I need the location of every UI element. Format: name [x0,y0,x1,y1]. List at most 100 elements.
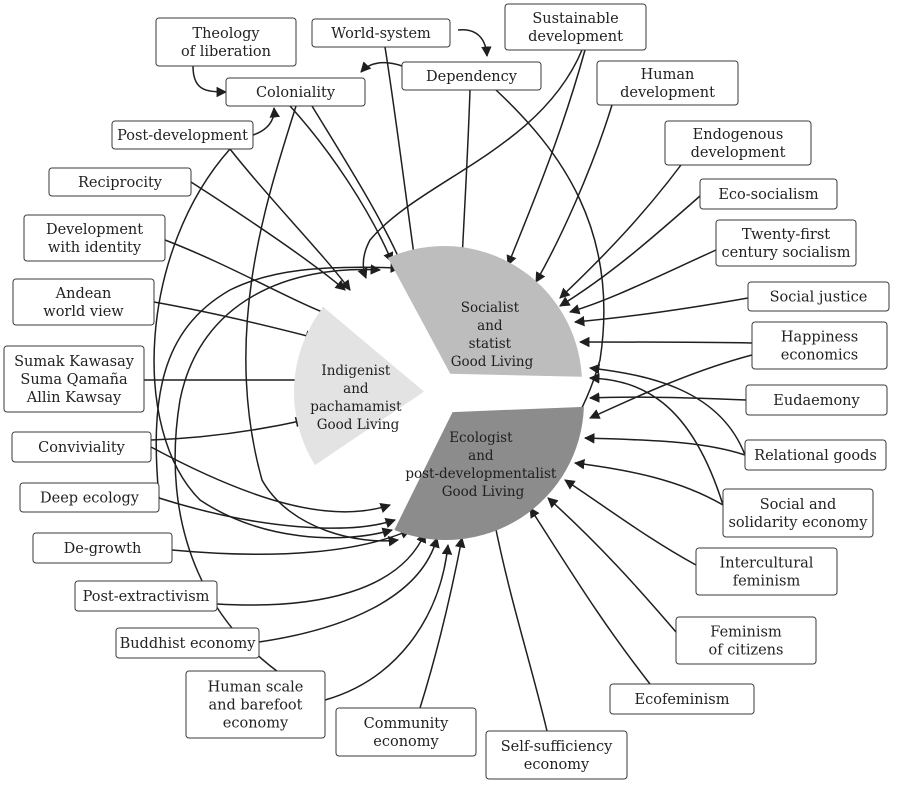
edge-dependency-to-socialist [457,89,471,262]
node-box [699,178,838,210]
node-label: De-growth [64,541,142,557]
edge-coloniality-to-ecologist [245,105,400,547]
edge-deep-ecology-to-socialist [155,262,402,499]
center-pie: Indigenist and pachamamist Good Living S… [294,246,584,540]
node-box [504,3,647,51]
edge-socialism21-to-socialist [568,249,717,315]
node-box [12,278,155,326]
node-label: Deep ecology [40,491,140,507]
node-box [74,580,218,612]
edge-social-justice-to-socialist [573,297,749,327]
edge-social-solidarity-to-ecologist [573,458,724,506]
edge-happiness-to-socialist [578,336,753,348]
edge-conviviality-to-ecologist [150,446,391,513]
node-dependency: Dependency [401,61,542,91]
sector-label-socialist: Socialist and statist Good Living [451,300,534,370]
node-label: Buddhist economy [120,636,257,652]
node-box [11,431,152,463]
edge-coloniality-to-socialist [289,105,394,263]
node-box [485,730,628,780]
edge-community-to-ecologist [419,536,466,709]
edge-conviviality-to-indigenist [150,416,307,441]
edge-deep-ecology-to-ecologist [158,497,396,529]
edge-reciprocity-to-indigenist [190,181,346,291]
node-box [311,18,451,48]
edge-relational-to-socialist [588,363,746,456]
edge-buddhist-to-ecologist [258,536,440,643]
node-box [664,120,812,166]
edge-post-extractivism-to-ecologist [216,532,427,606]
node-deep-ecology: Deep ecology [19,482,160,513]
node-post-dev: Post-development [111,120,254,150]
edge-happiness-to-ecologist [589,354,753,419]
edge-feminism-citizens-to-ecologist [547,497,677,633]
edge-post-dev-to-ecologist [153,148,394,539]
node-eudaemony: Eudaemony [745,384,888,416]
node-label: Conviviality [38,440,126,456]
node-world-system: World-system [311,18,451,48]
edge-theology-to-coloniality [192,65,228,98]
node-post-extractivism: Post-extractivism [74,580,218,612]
edge-relational-to-ecologist [583,433,746,456]
edge-eco-socialism-to-socialist [559,195,701,307]
node-box [48,167,192,197]
node-box [23,214,166,262]
node-box [155,17,297,67]
edge-ecofeminism-to-ecologist [529,507,651,685]
edge-self-sufficiency-to-ecologist [490,518,548,732]
node-reciprocity: Reciprocity [48,167,192,197]
node-box [596,60,739,106]
sector-socialist [387,246,582,377]
node-box [609,683,755,715]
edge-social-solidarity-to-socialist [588,373,724,506]
node-box [695,547,838,596]
node-label: Dependency [426,69,518,85]
edge-human-scale-to-ecologist [324,543,453,701]
edge-world-system-to-socialist [384,46,419,264]
node-box [111,120,254,150]
edge-dependency-to-sustainable [457,29,492,58]
node-degrowth: De-growth [32,532,173,564]
edge-dev-identity-to-indigenist [164,239,331,317]
node-box [3,345,145,413]
edges-layer [143,29,753,732]
node-box [19,482,160,513]
node-box [115,627,260,659]
sector-ecologist [394,406,584,540]
edge-human-dev-to-socialist [535,104,613,283]
node-conviviality: Conviviality [11,431,152,463]
node-relational: Relational goods [744,439,887,471]
edge-intercultural-to-ecologist [564,479,697,566]
node-box [185,670,326,739]
node-box [751,321,888,370]
sector-indigenist [294,307,425,466]
edge-post-dev-to-coloniality [252,106,281,136]
sector-label-indigenist: Indigenist and pachamamist Good Living [310,363,406,433]
node-label: World-system [331,26,431,42]
node-label: Ecofeminism [635,692,730,708]
edge-dependency-to-world_system [360,61,403,73]
